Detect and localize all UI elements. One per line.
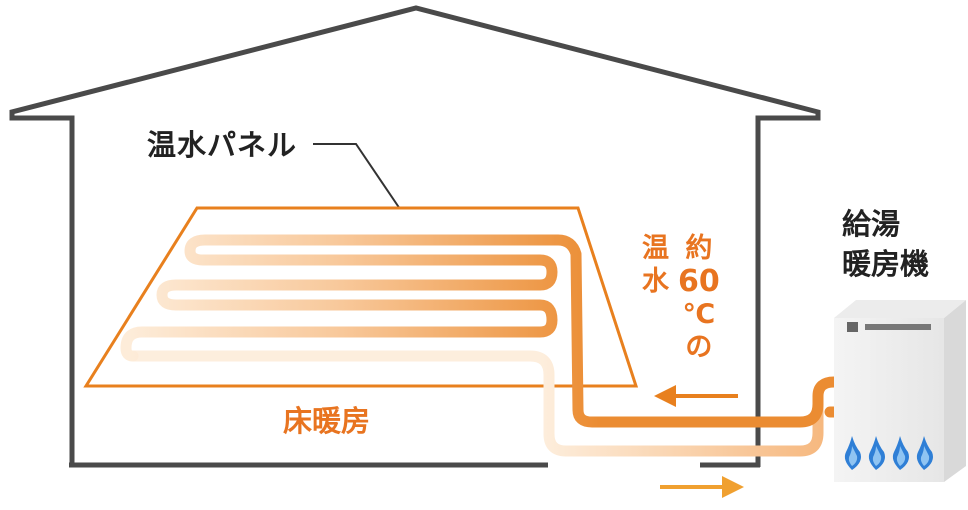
panel-leader-line bbox=[313, 143, 401, 210]
hot-water-panel bbox=[83, 206, 639, 388]
boiler-label-line2: 暖房機 bbox=[842, 247, 930, 281]
boiler-top bbox=[834, 300, 966, 318]
house-outline bbox=[9, 5, 821, 467]
boiler-display bbox=[865, 324, 931, 330]
temp-char: 60 bbox=[678, 264, 720, 299]
return-pipe bbox=[127, 350, 824, 457]
hot-water-char: 水 bbox=[642, 266, 669, 297]
boiler-label-line1: 給湯 bbox=[842, 207, 901, 241]
arrow-right-icon bbox=[660, 476, 744, 498]
boiler-side bbox=[944, 300, 966, 482]
boiler-indicator bbox=[847, 322, 858, 332]
boiler-label: 給湯 暖房機 bbox=[842, 204, 929, 284]
hot-water-char: 温 bbox=[642, 233, 669, 264]
panel-label: 温水パネル bbox=[147, 128, 298, 162]
floor-heating-label: 床暖房 bbox=[283, 404, 371, 438]
hot-water-vertical-label: 温 水 bbox=[642, 232, 669, 298]
burner-flames bbox=[844, 436, 933, 470]
serpentine-pipe bbox=[120, 234, 928, 428]
temp-char: 約 bbox=[685, 233, 713, 264]
temp-char: の bbox=[685, 332, 713, 363]
temp-char: ℃ bbox=[682, 299, 716, 330]
temperature-vertical-label: 約 60 ℃ の bbox=[678, 232, 720, 364]
arrow-left-icon bbox=[654, 385, 738, 407]
